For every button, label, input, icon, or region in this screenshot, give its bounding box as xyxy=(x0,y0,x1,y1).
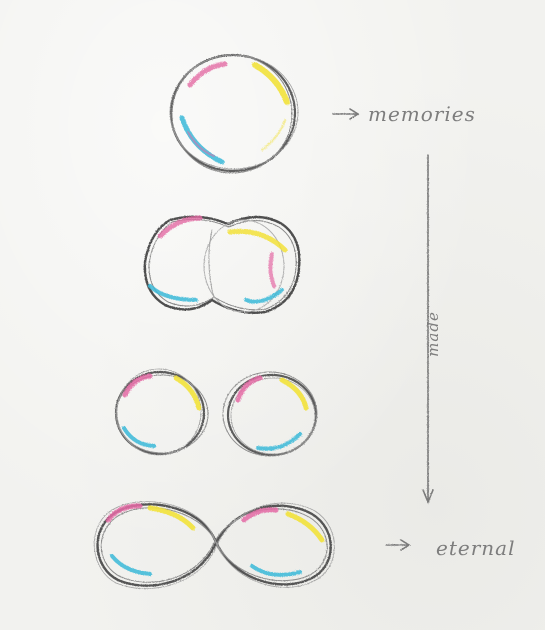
bubble-merging xyxy=(145,217,300,313)
label-made: made xyxy=(424,311,442,357)
bubble-infinity xyxy=(94,502,334,589)
arrow-right-icon xyxy=(386,540,409,550)
label-memories: memories xyxy=(368,102,476,126)
bubble-pair-separate xyxy=(116,369,317,456)
bubble-single xyxy=(170,55,298,173)
label-eternal: eternal xyxy=(436,536,515,560)
arrow-right-icon xyxy=(333,109,358,119)
